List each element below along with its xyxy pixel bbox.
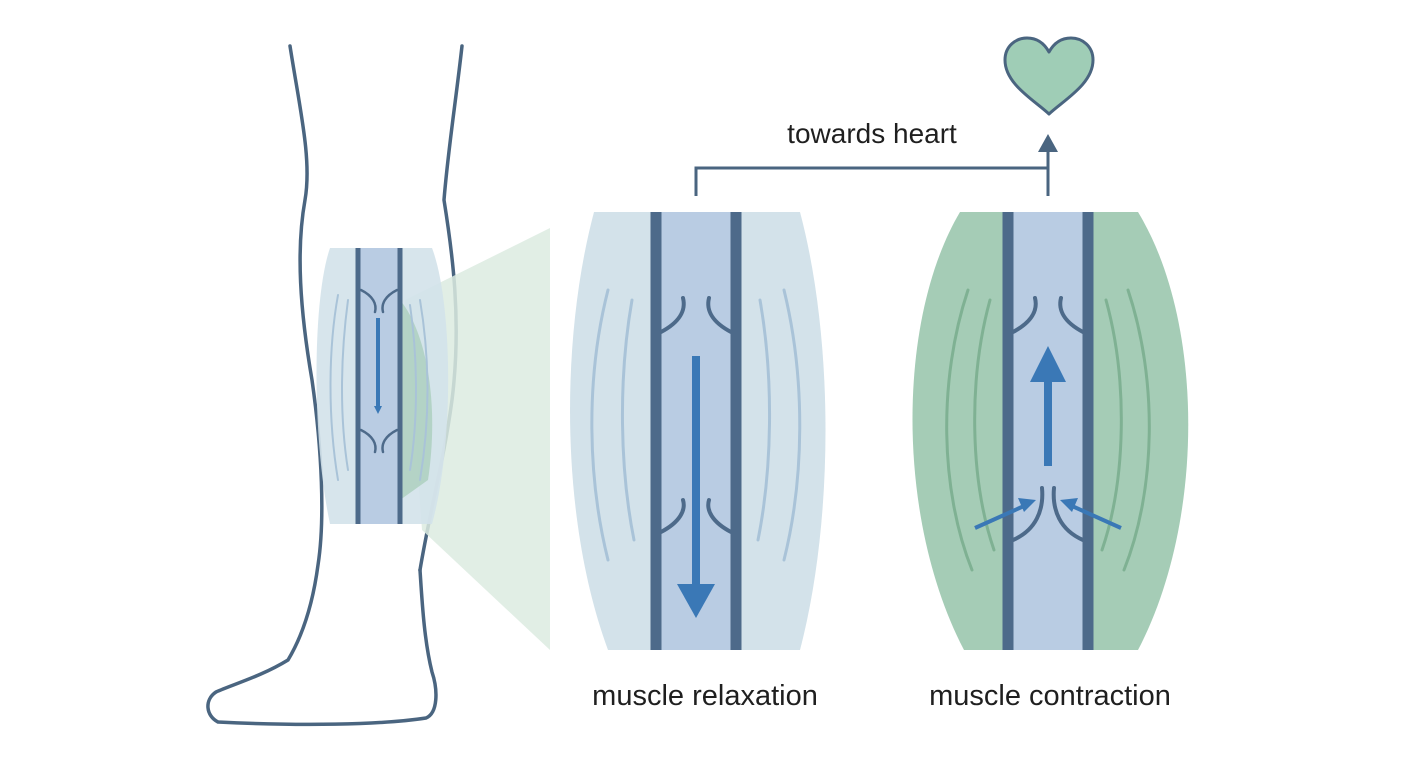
contracted-valves <box>1011 296 1085 542</box>
up-arrow-icon <box>1030 346 1066 466</box>
squeeze-arrowhead-left <box>1018 498 1036 512</box>
relaxed-muscle-fibers <box>590 288 802 562</box>
towards-heart-label: towards heart <box>787 118 957 149</box>
up-arrow-icon <box>1038 134 1058 152</box>
contracted-panel <box>912 212 1189 650</box>
down-arrow-icon <box>677 356 715 618</box>
inset-valves <box>359 288 399 454</box>
squeeze-arrows <box>974 498 1122 530</box>
leg-back-line <box>206 44 438 727</box>
muscle-relaxation-label: muscle relaxation <box>592 680 818 712</box>
towards-heart-connector <box>694 146 1050 196</box>
inset-muscle-fibers <box>329 294 429 481</box>
muscle-contraction-label: muscle contraction <box>929 680 1171 712</box>
relaxed-panel <box>570 212 826 650</box>
squeeze-arrow-left <box>974 504 1025 530</box>
calf-inset <box>316 248 449 524</box>
squeeze-arrowhead-right <box>1060 498 1078 512</box>
squeeze-arrow-right <box>1071 504 1122 530</box>
heart-icon <box>1003 36 1095 116</box>
relaxed-valves <box>659 296 733 534</box>
